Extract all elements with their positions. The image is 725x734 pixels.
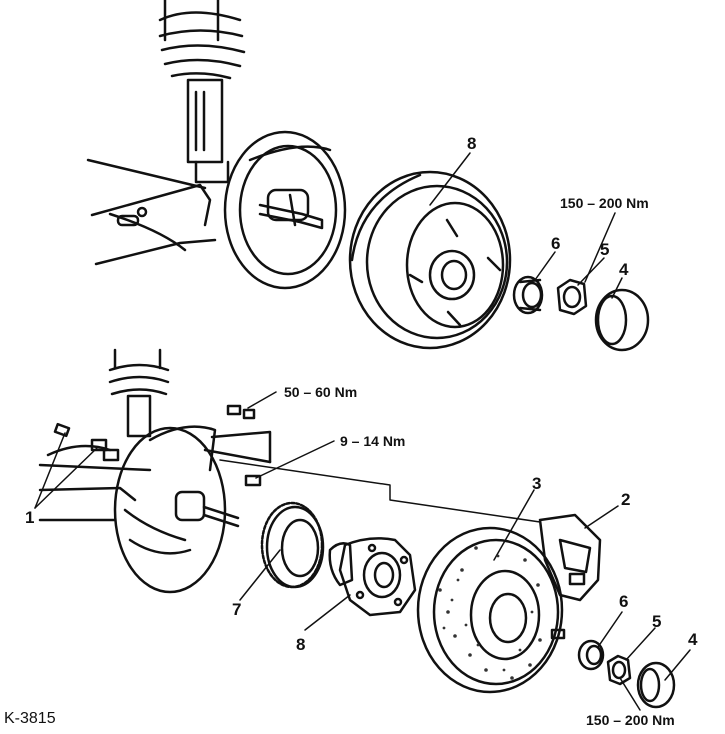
label-upper-nut: 5 xyxy=(600,240,610,259)
lower-brake-disc xyxy=(416,526,564,694)
label-upper-bearing: 6 xyxy=(551,234,561,253)
upper-brake-drum xyxy=(348,170,512,350)
upper-backing-plate xyxy=(223,130,347,290)
torque-lower-nut: 150 – 200 Nm xyxy=(586,712,675,728)
label-caliper: 2 xyxy=(621,490,631,509)
upper-dust-cap xyxy=(594,288,650,352)
label-sensor-ring: 7 xyxy=(232,600,242,619)
upper-wheel-bearing xyxy=(512,275,544,315)
torque-lower-bolt-lower: 9 – 14 Nm xyxy=(340,433,406,449)
lower-wheel-bearing xyxy=(577,639,605,671)
disc-speckle-texture xyxy=(438,546,542,680)
lower-hub-nut xyxy=(606,654,632,686)
label-upper-cap: 4 xyxy=(619,260,629,279)
lower-disc-bolt xyxy=(550,628,566,640)
upper-strut-spring xyxy=(158,0,246,184)
lower-abs-sensor-ring xyxy=(260,501,325,589)
torque-lower-bolt-upper: 50 – 60 Nm xyxy=(284,384,358,400)
lower-axle-beam xyxy=(38,444,152,522)
lower-brake-bolts xyxy=(226,404,262,487)
label-disc: 3 xyxy=(532,474,542,493)
lower-backing-plate xyxy=(113,425,272,594)
lower-sensor-bolts xyxy=(53,422,120,462)
upper-axle-beam xyxy=(86,158,217,266)
label-lower-nut: 5 xyxy=(652,612,662,631)
label-sensor-bolts: 1 xyxy=(25,508,35,527)
torque-upper-nut: 150 – 200 Nm xyxy=(560,195,649,211)
label-lower-bearing: 6 xyxy=(619,592,629,611)
label-lower-cap: 4 xyxy=(688,630,698,649)
dashed-alignment-line xyxy=(219,459,541,523)
leader-lines xyxy=(34,152,691,711)
upper-hub-nut xyxy=(556,278,588,316)
figure-id: K-3815 xyxy=(4,710,56,727)
lower-strut-spring xyxy=(108,348,170,438)
label-hub: 8 xyxy=(296,635,306,654)
lower-wheel-hub xyxy=(328,537,417,617)
lower-dust-cap xyxy=(636,661,676,709)
label-drum: 8 xyxy=(467,134,477,153)
lower-brake-caliper xyxy=(538,513,602,602)
